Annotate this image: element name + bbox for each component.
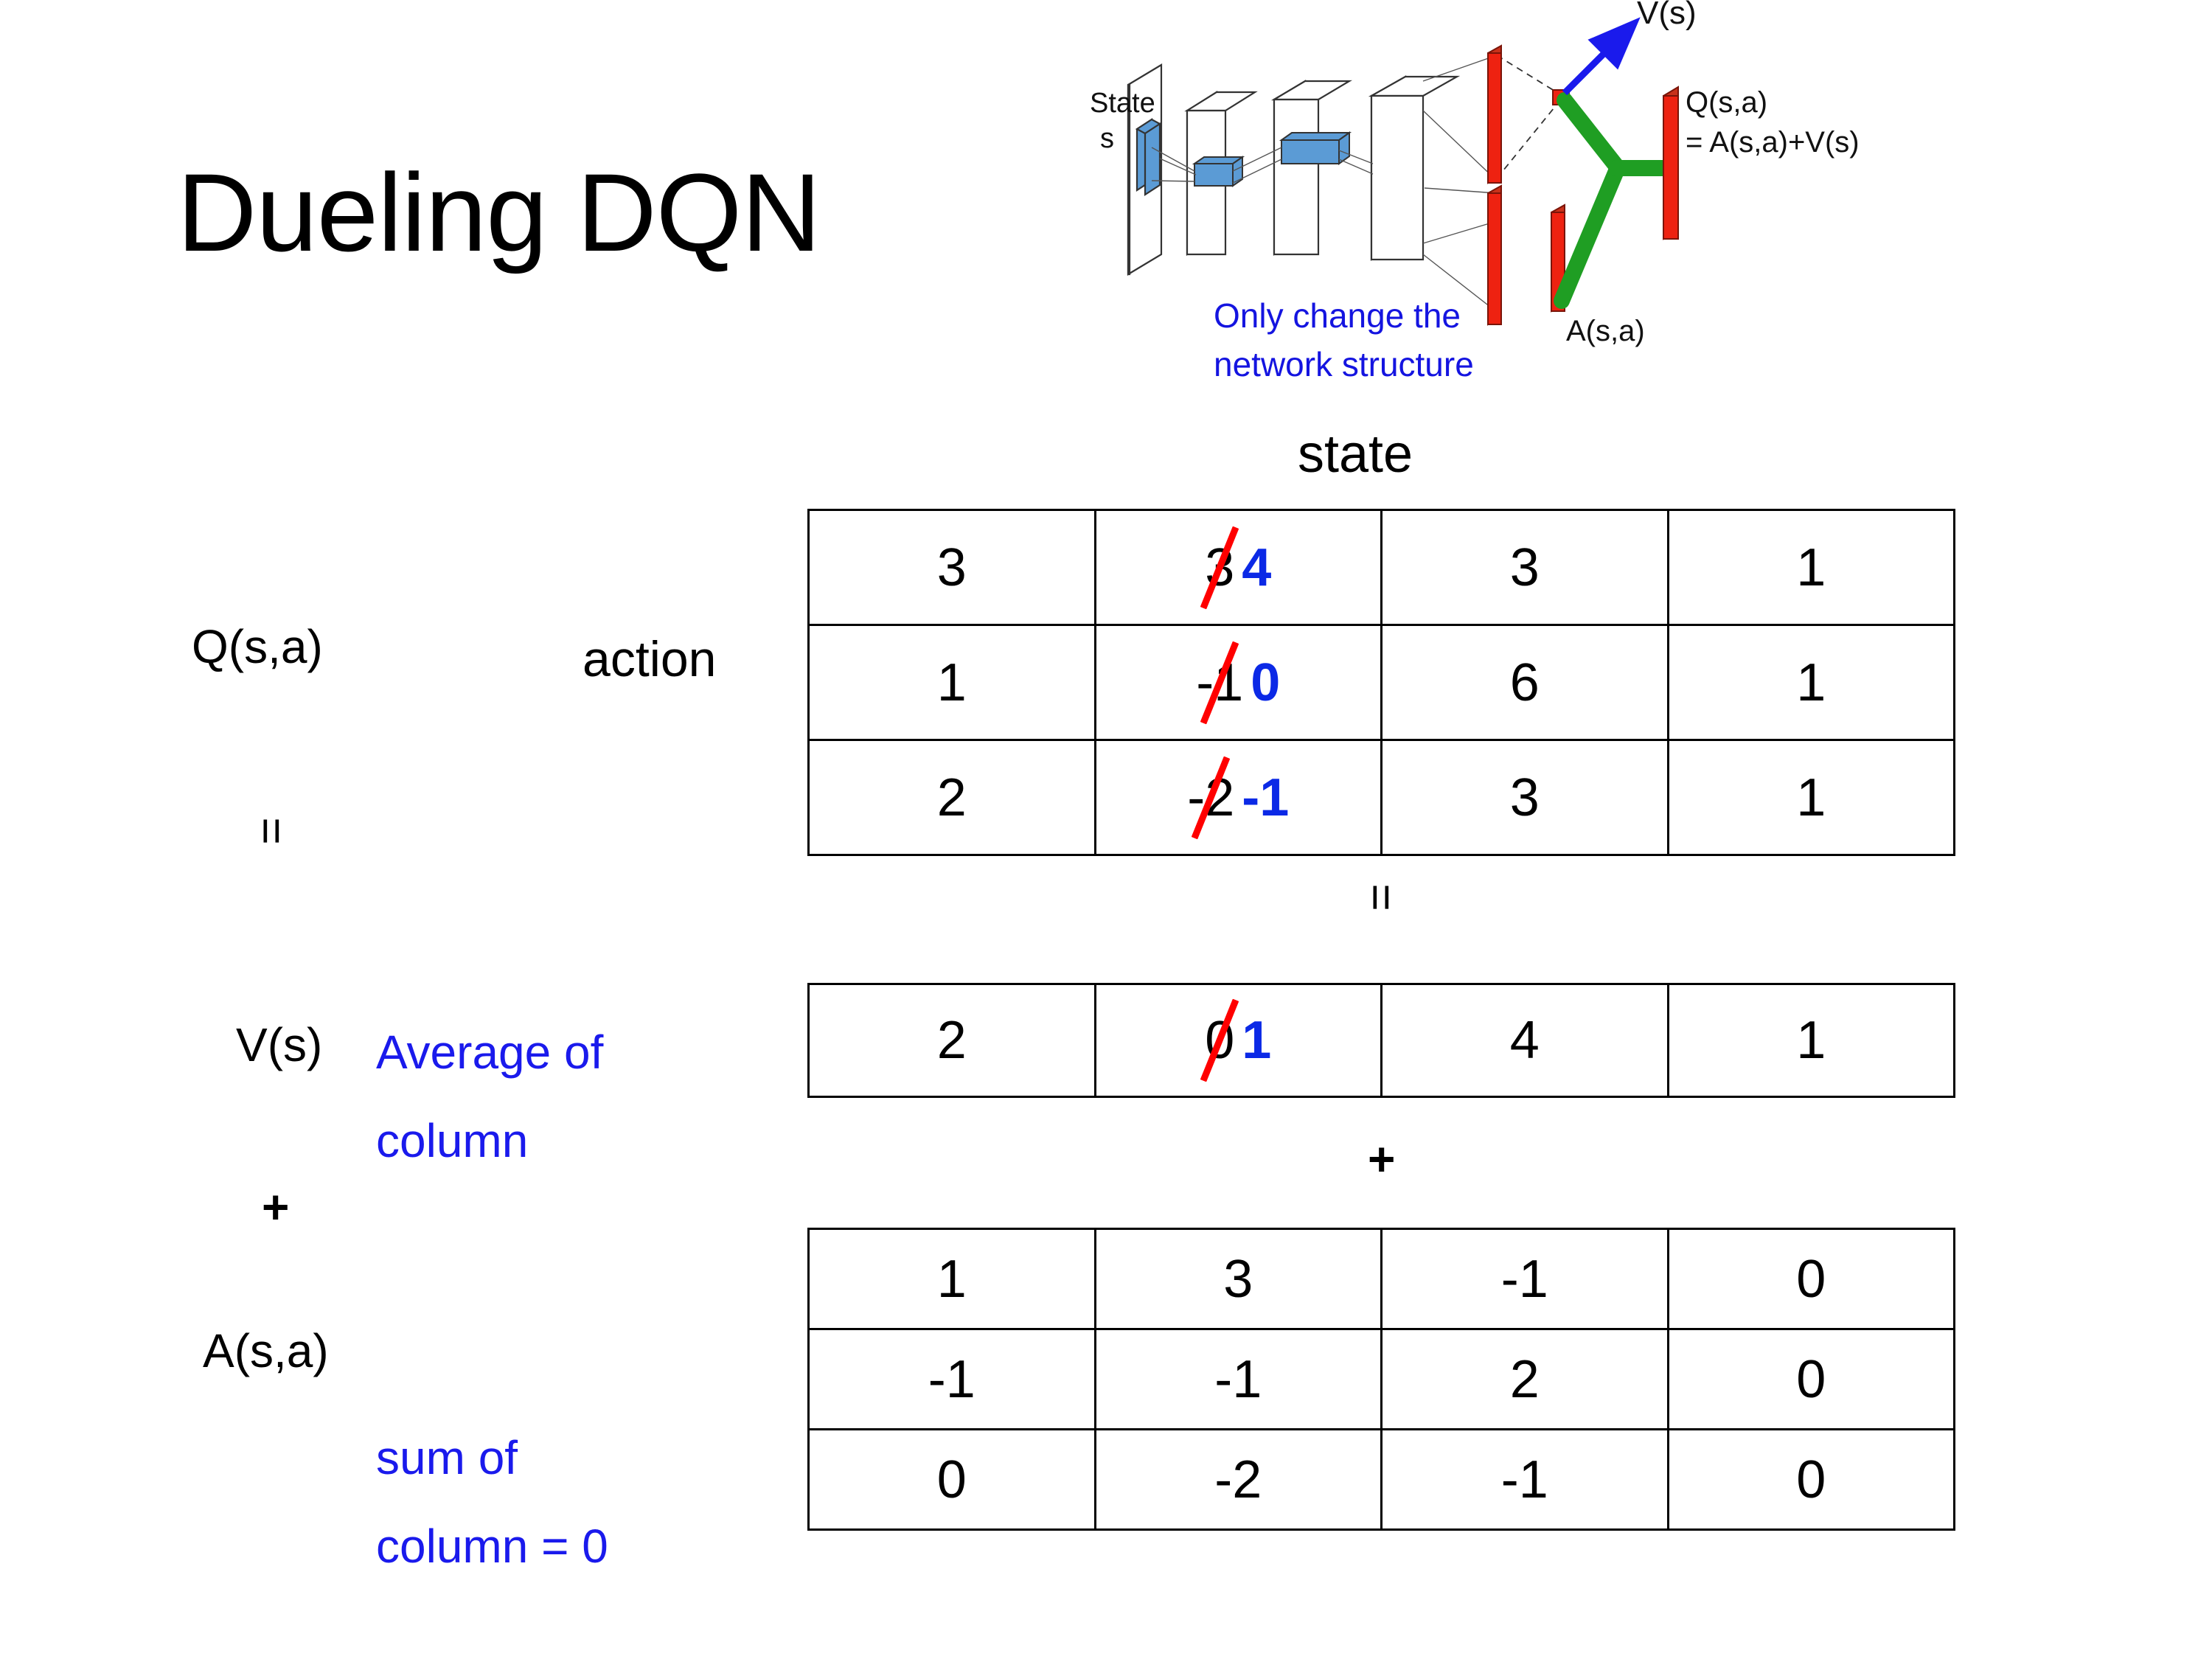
strikethrough-mark — [1200, 526, 1239, 609]
table-cell: 1 — [807, 624, 1096, 741]
struck-old-value: 3 — [1200, 526, 1239, 609]
table-cell: 2 — [807, 739, 1096, 856]
diagram-state-label-line2: s — [1100, 123, 1114, 154]
sum-note-line2: column = 0 — [376, 1520, 608, 1573]
equals-sign-mid: = — [1354, 883, 1408, 911]
table-cell: 0 — [1666, 1228, 1955, 1330]
table-cell: -1 — [807, 1328, 1096, 1430]
diagram-advantage-label: A(s,a) — [1566, 315, 1645, 347]
action-axis-label: action — [582, 631, 717, 687]
corrected-new-value: -1 — [1242, 768, 1290, 827]
a-function-label: A(s,a) — [203, 1324, 329, 1377]
table-cell: 2 — [1380, 1328, 1669, 1430]
table-cell: 3 — [1380, 739, 1669, 856]
table-cell: -2-1 — [1093, 739, 1382, 856]
v-function-label: V(s) — [236, 1018, 323, 1071]
diagram-output-label-line2: = A(s,a)+V(s) — [1686, 126, 1860, 159]
strikethrough-mark — [1200, 998, 1239, 1082]
average-note-line2: column — [376, 1114, 529, 1167]
struck-old-value: 0 — [1200, 998, 1239, 1082]
table-cell: 3 — [807, 509, 1096, 626]
dueling-network-diagram: State s V(s) A(s,a) Q(s,a) = A(s,a)+V(s)… — [1084, 0, 2212, 413]
plus-sign-mid: + — [1368, 1133, 1396, 1186]
diagram-note-line2: network structure — [1214, 345, 1474, 383]
corrected-new-value: 0 — [1251, 653, 1281, 712]
plus-sign-left: + — [262, 1180, 290, 1234]
table-cell: 2 — [807, 983, 1096, 1098]
table-cell: -1 — [1093, 1328, 1382, 1430]
q-function-label: Q(s,a) — [192, 620, 323, 673]
diagram-state-label-line1: State — [1090, 88, 1155, 119]
page-title: Dueling DQN — [177, 150, 821, 274]
diagram-note-line1: Only change the — [1214, 296, 1461, 335]
diagram-output-label-line1: Q(s,a) — [1686, 86, 1767, 119]
equals-sign-q: = — [245, 817, 299, 845]
corrected-new-value: 4 — [1242, 538, 1272, 597]
edited-cell: -2-1 — [1187, 756, 1290, 839]
table-cell: 0 — [807, 1428, 1096, 1531]
table-cell: 1 — [807, 1228, 1096, 1330]
table-cell: 0 — [1666, 1428, 1955, 1531]
table-cell: -1 — [1380, 1428, 1669, 1531]
table-cell: 3 — [1380, 509, 1669, 626]
strikethrough-mark — [1200, 641, 1239, 724]
table-cell: 6 — [1380, 624, 1669, 741]
table-cell: 4 — [1380, 983, 1669, 1098]
sum-note-line1: sum of — [376, 1431, 518, 1484]
struck-old-value: -1 — [1196, 641, 1243, 724]
struck-old-value: -2 — [1187, 756, 1234, 839]
table-cell: 1 — [1666, 509, 1955, 626]
corrected-new-value: 1 — [1242, 1011, 1272, 1070]
table-cell: 1 — [1666, 739, 1955, 856]
table-cell: -2 — [1093, 1428, 1382, 1531]
table-cell: 0 — [1666, 1328, 1955, 1430]
table-cell: 1 — [1666, 624, 1955, 741]
state-axis-label: state — [1298, 425, 1413, 484]
strikethrough-mark — [1191, 756, 1231, 839]
table-cell: -1 — [1380, 1228, 1669, 1330]
average-note-line1: Average of — [376, 1026, 604, 1079]
diagram-value-label: V(s) — [1637, 0, 1697, 31]
table-cell: 1 — [1666, 983, 1955, 1098]
table-cell: 3 — [1093, 1228, 1382, 1330]
